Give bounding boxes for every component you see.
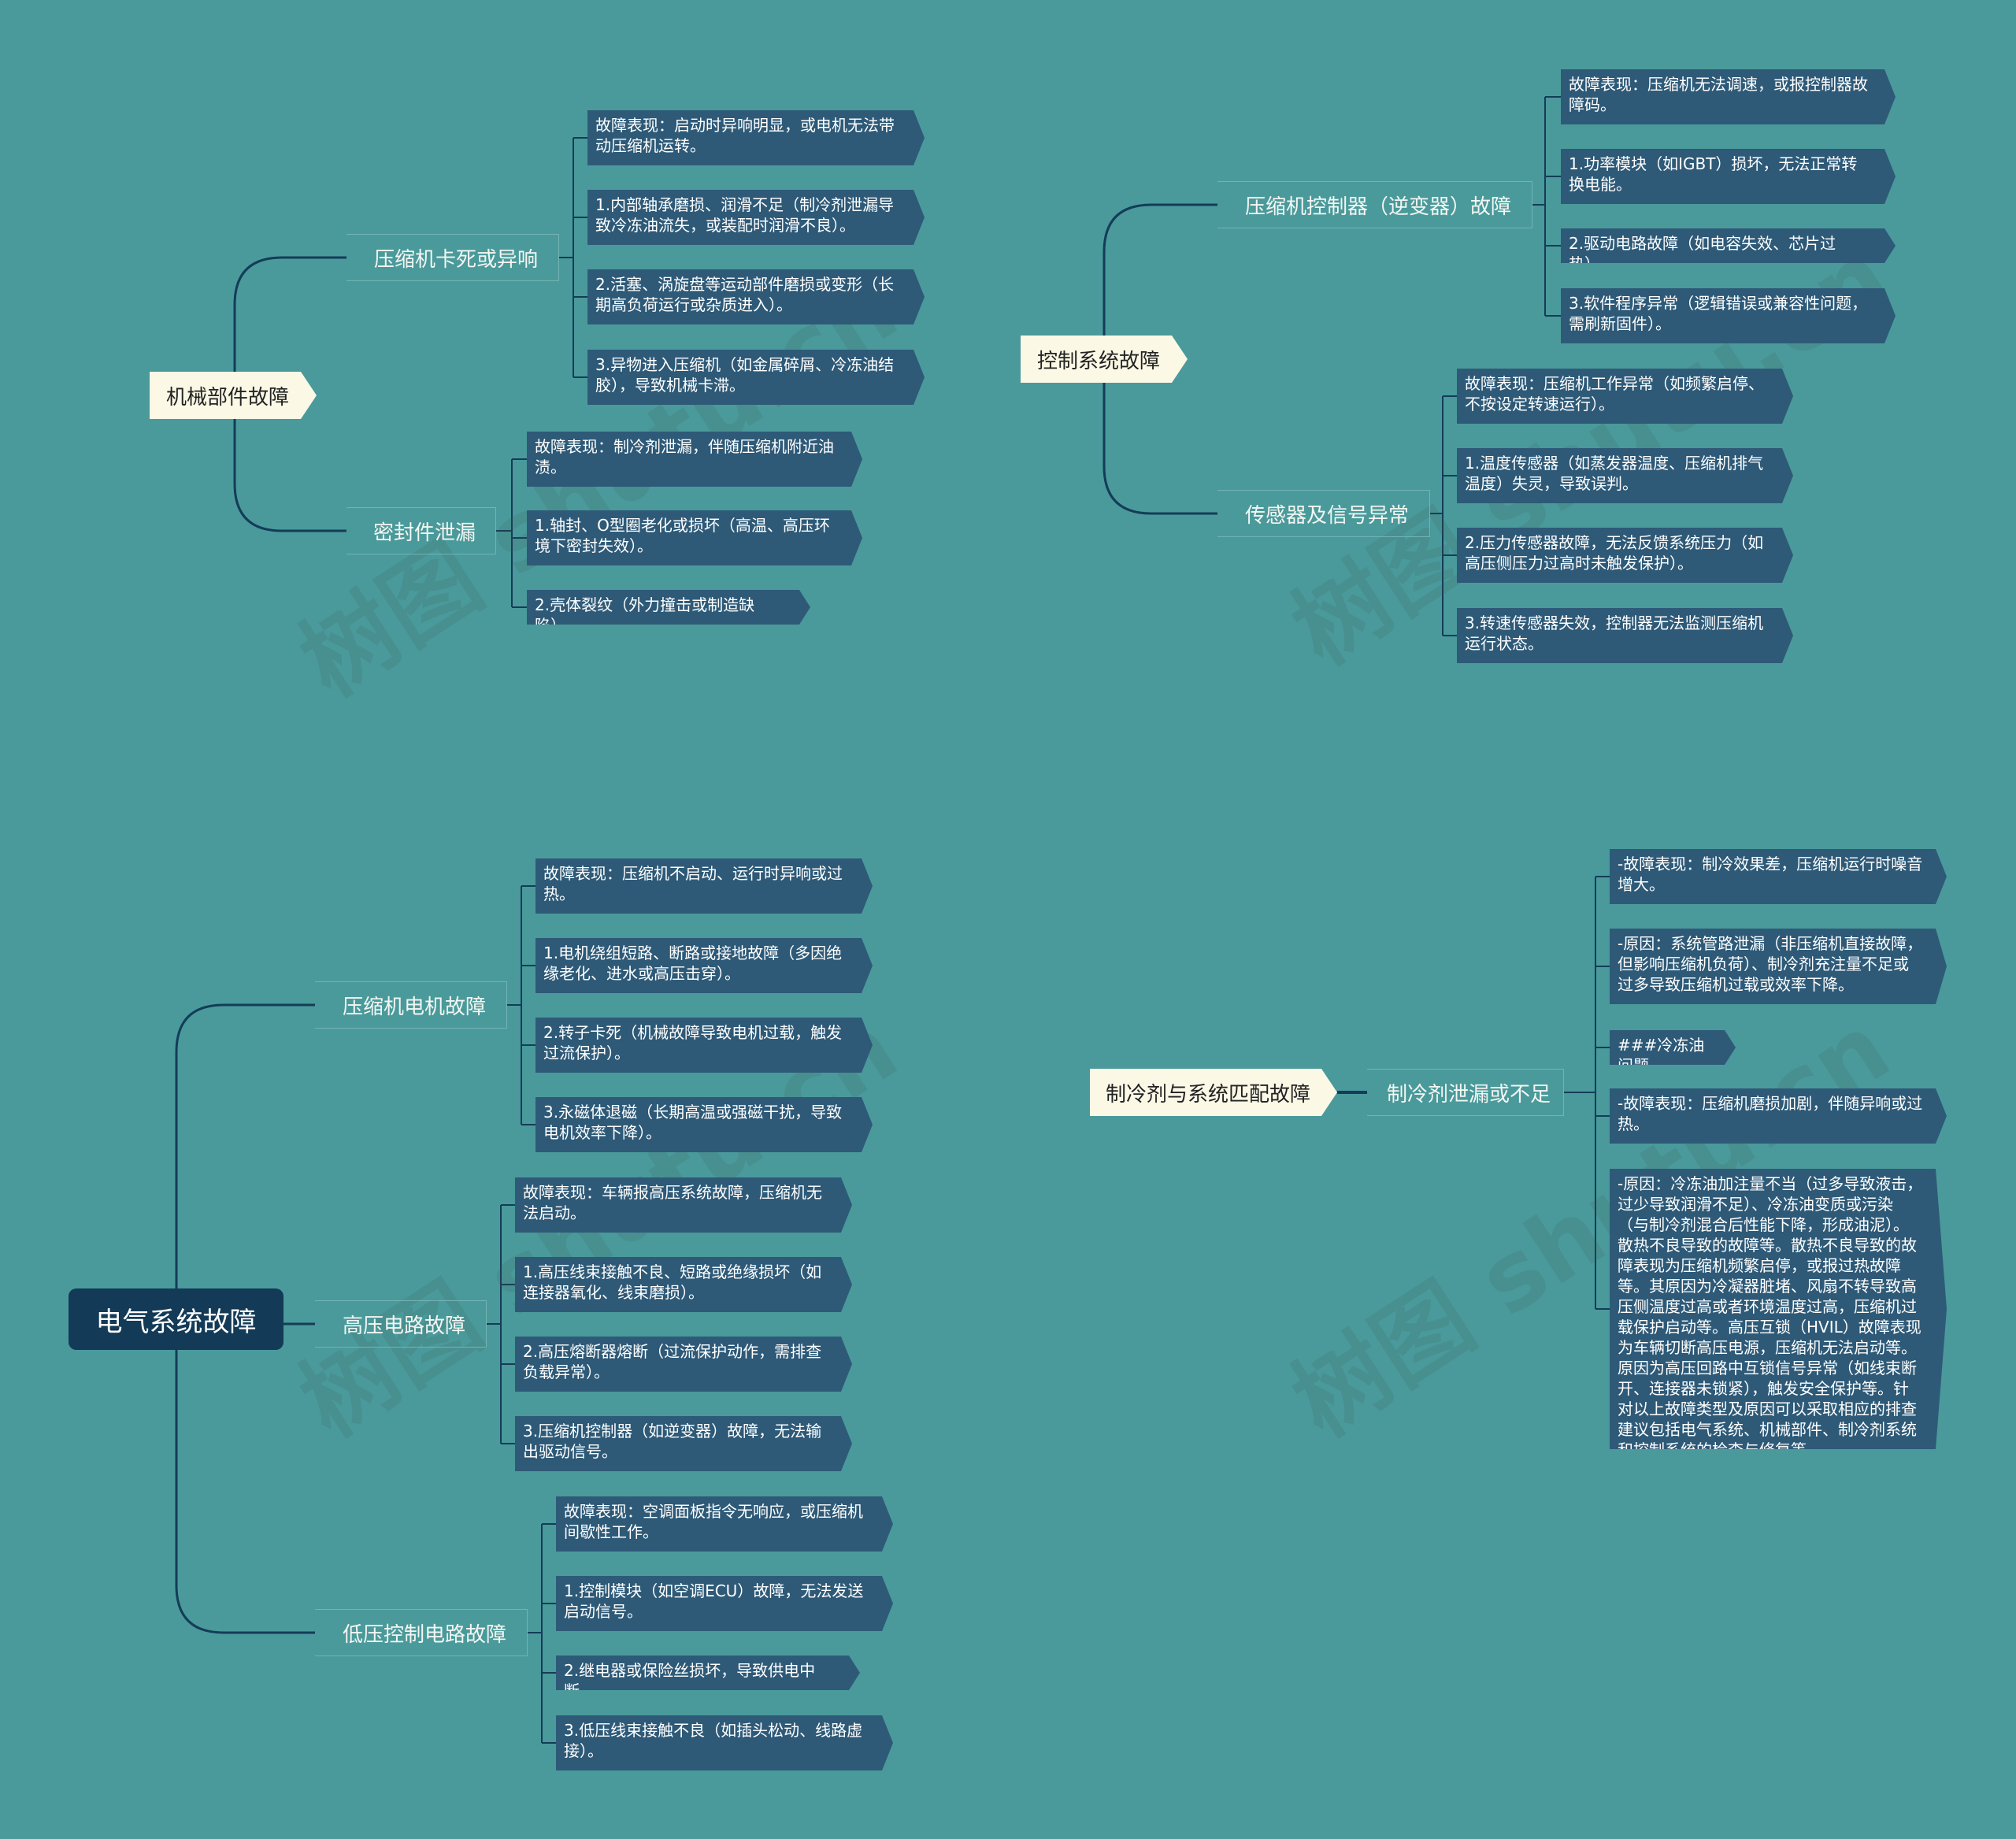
connector-line <box>1102 359 1217 515</box>
connector-line <box>175 1319 315 1634</box>
connector-line <box>233 256 346 395</box>
connector-line <box>233 395 346 532</box>
leaf-item[interactable]: 2.继电器或保险丝损坏，导致供电中断。 <box>556 1655 860 1690</box>
category-control[interactable]: 控制系统故障 <box>1021 336 1188 383</box>
leaf-item[interactable]: 1.功率模块（如IGBT）损坏，无法正常转换电能。 <box>1561 149 1896 204</box>
leaf-item[interactable]: 1.温度传感器（如蒸发器温度、压缩机排气温度）失灵，导致误判。 <box>1457 448 1793 503</box>
leaf-item[interactable]: 故障表现：压缩机无法调速，或报控制器故障码。 <box>1561 69 1896 124</box>
leaf-item[interactable]: 1.内部轴承磨损、润滑不足（制冷剂泄漏导致冷冻油流失，或装配时润滑不良）。 <box>587 190 925 245</box>
leaf-item[interactable]: 3.压缩机控制器（如逆变器）故障，无法输出驱动信号。 <box>515 1416 852 1471</box>
leaf-item[interactable]: ###冷冻油问题 <box>1610 1030 1736 1065</box>
leaf-item[interactable]: 2.壳体裂纹（外力撞击或制造缺陷）。 <box>527 590 810 625</box>
leaf-item[interactable]: 2.驱动电路故障（如电容失效、芯片过热）。 <box>1561 228 1896 263</box>
leaf-item[interactable]: 故障表现：制冷剂泄漏，伴随压缩机附近油渍。 <box>527 432 862 487</box>
leaf-item[interactable]: 1.电机绕组短路、断路或接地故障（多因绝缘老化、进水或高压击穿）。 <box>536 938 873 993</box>
leaf-item[interactable]: 故障表现：启动时异响明显，或电机无法带动压缩机运转。 <box>587 110 925 165</box>
sub-seal-leak[interactable]: 密封件泄漏 <box>346 507 496 554</box>
leaf-item[interactable]: 3.异物进入压缩机（如金属碎屑、冷冻油结胶），导致机械卡滞。 <box>587 350 925 405</box>
connector-line <box>1102 203 1217 359</box>
leaf-item[interactable]: -原因：冷冻油加注量不当（过多导致液击，过少导致润滑不足）、冷冻油变质或污染（与… <box>1610 1169 1947 1449</box>
leaf-item[interactable]: 2.高压熔断器熔断（过流保护动作，需排查负载异常）。 <box>515 1337 852 1392</box>
leaf-item[interactable]: 故障表现：压缩机不启动、运行时异响或过热。 <box>536 858 873 914</box>
sub-hv-circuit[interactable]: 高压电路故障 <box>315 1300 487 1348</box>
leaf-item[interactable]: 3.低压线束接触不良（如插头松动、线路虚接）。 <box>556 1715 893 1770</box>
leaf-item[interactable]: 故障表现：车辆报高压系统故障，压缩机无法启动。 <box>515 1177 852 1233</box>
sub-refrigerant-leak[interactable]: 制冷剂泄漏或不足 <box>1367 1069 1564 1116</box>
leaf-item[interactable]: -故障表现：压缩机磨损加剧，伴随异响或过热。 <box>1610 1088 1947 1144</box>
leaf-item[interactable]: 3.永磁体退磁（长期高温或强磁干扰，导致电机效率下降）。 <box>536 1097 873 1152</box>
leaf-item[interactable]: 2.活塞、涡旋盘等运动部件磨损或变形（长期高负荷运行或杂质进入）。 <box>587 269 925 324</box>
sub-compressor-jam[interactable]: 压缩机卡死或异响 <box>346 234 559 281</box>
leaf-item[interactable]: -原因：系统管路泄漏（非压缩机直接故障，但影响压缩机负荷）、制冷剂充注量不足或过… <box>1610 929 1947 1004</box>
sub-sensor-signal[interactable]: 传感器及信号异常 <box>1217 490 1430 537</box>
leaf-item[interactable]: 2.转子卡死（机械故障导致电机过载，触发过流保护）。 <box>536 1018 873 1073</box>
leaf-item[interactable]: 1.控制模块（如空调ECU）故障，无法发送启动信号。 <box>556 1576 893 1631</box>
sub-motor-fault[interactable]: 压缩机电机故障 <box>315 981 507 1029</box>
leaf-item[interactable]: 3.转速传感器失效，控制器无法监测压缩机运行状态。 <box>1457 608 1793 663</box>
category-refrigerant[interactable]: 制冷剂与系统匹配故障 <box>1090 1069 1337 1116</box>
leaf-item[interactable]: 故障表现：空调面板指令无响应，或压缩机间歇性工作。 <box>556 1496 893 1552</box>
sub-lv-control[interactable]: 低压控制电路故障 <box>315 1609 528 1656</box>
leaf-item[interactable]: -故障表现：制冷效果差，压缩机运行时噪音增大。 <box>1610 849 1947 904</box>
sub-controller-fault[interactable]: 压缩机控制器（逆变器）故障 <box>1217 181 1532 228</box>
category-mechanical[interactable]: 机械部件故障 <box>150 372 317 419</box>
leaf-item[interactable]: 3.软件程序异常（逻辑错误或兼容性问题，需刷新固件）。 <box>1561 288 1896 343</box>
leaf-item[interactable]: 1.高压线束接触不良、短路或绝缘损坏（如连接器氧化、线束磨损）。 <box>515 1257 852 1312</box>
root-node[interactable]: 电气系统故障 <box>69 1288 284 1350</box>
leaf-item[interactable]: 故障表现：压缩机工作异常（如频繁启停、不按设定转速运行）。 <box>1457 369 1793 424</box>
leaf-item[interactable]: 2.压力传感器故障，无法反馈系统压力（如高压侧压力过高时未触发保护）。 <box>1457 528 1793 583</box>
connector-line <box>175 1003 315 1319</box>
leaf-item[interactable]: 1.轴封、O型圈老化或损坏（高温、高压环境下密封失效）。 <box>527 510 862 565</box>
